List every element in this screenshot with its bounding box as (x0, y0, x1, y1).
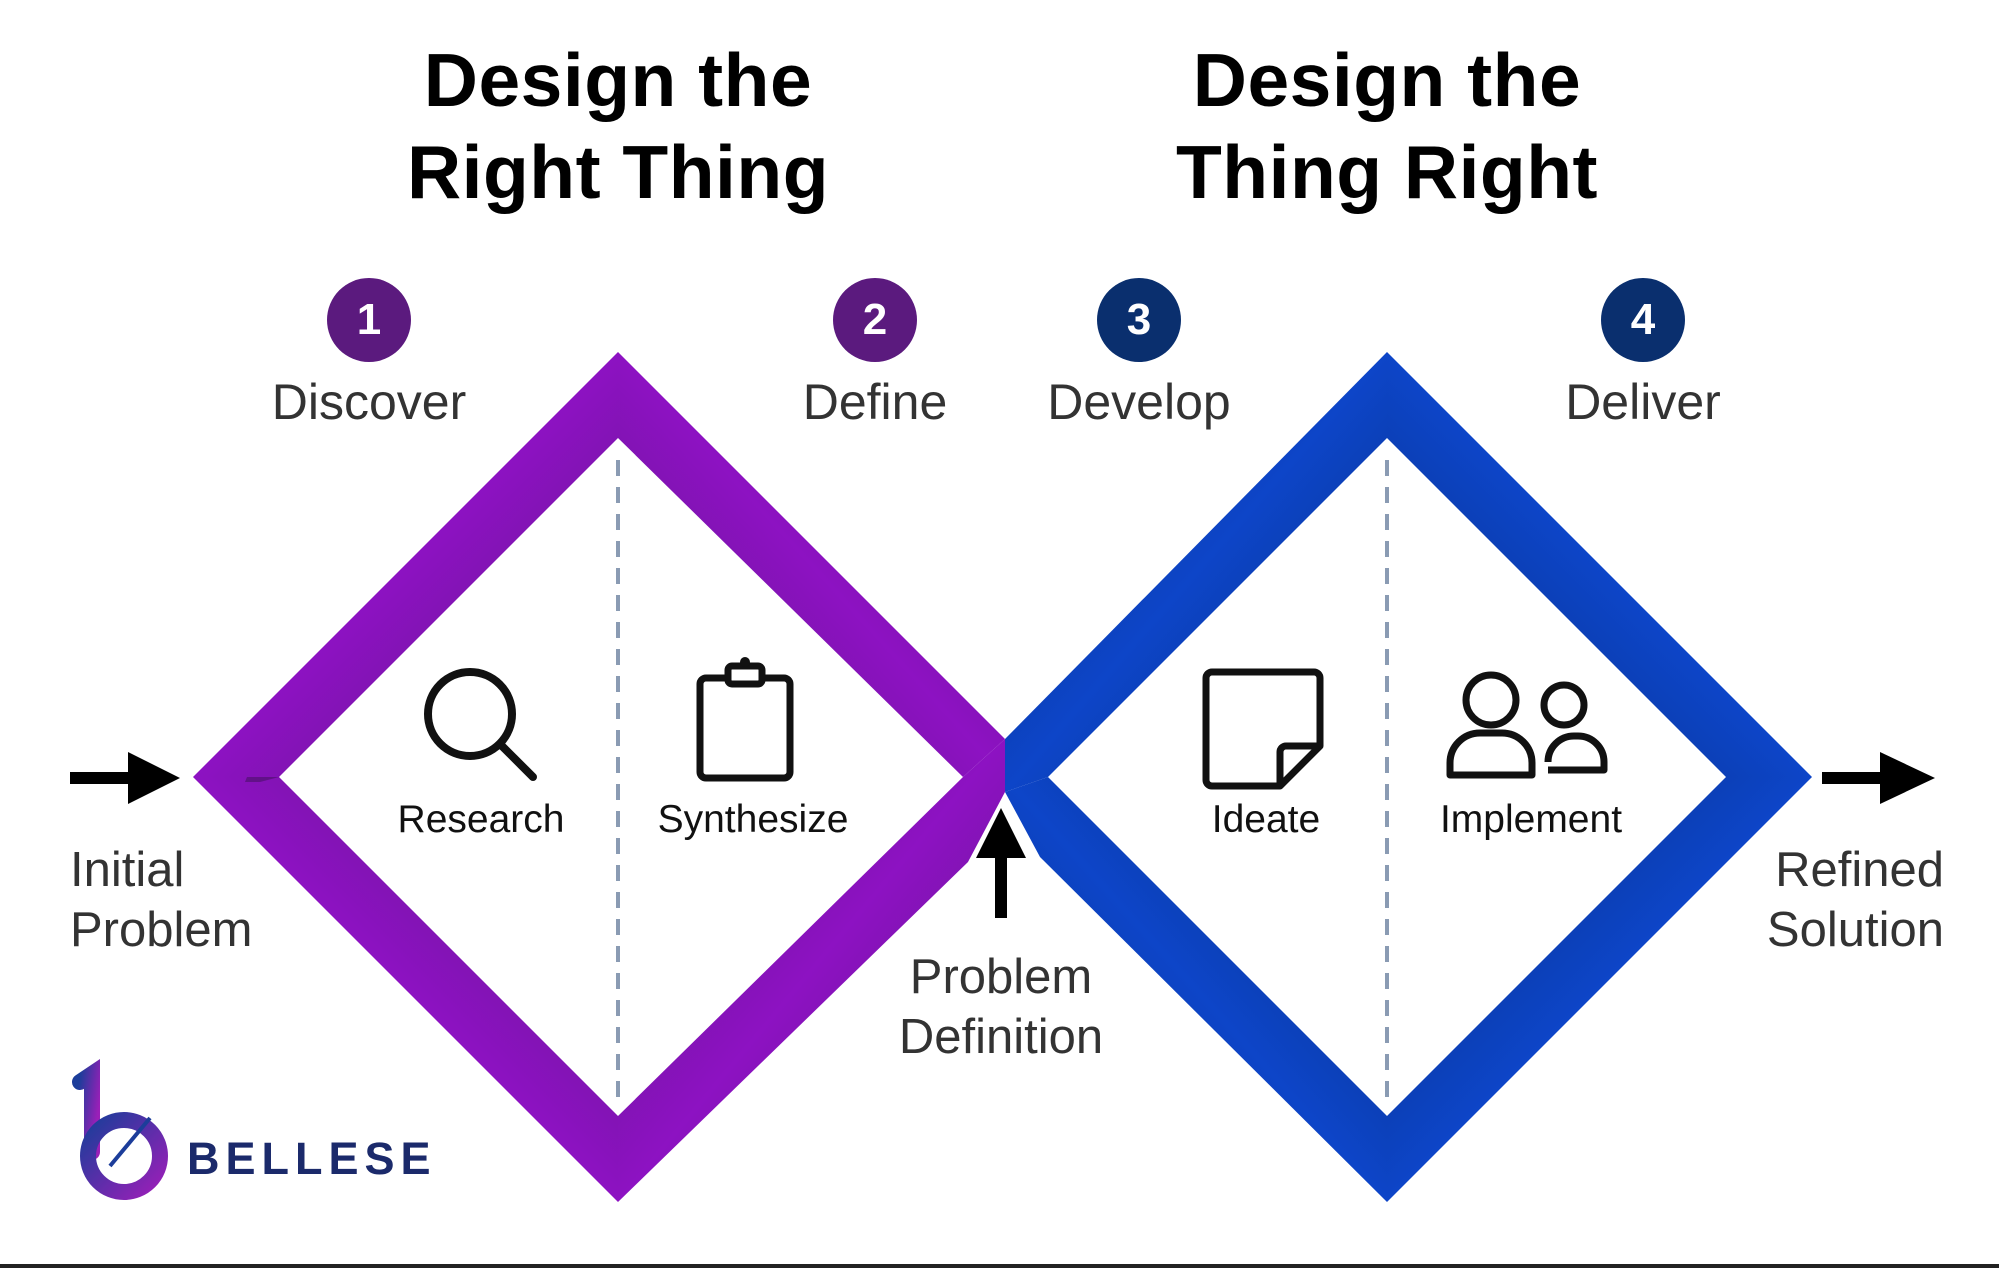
people-icon (1446, 671, 1608, 779)
sticky-note-icon (1202, 668, 1324, 790)
step-label-deliver: Deliver (1565, 374, 1721, 430)
heading-design-right-thing: Design the Right Thing (268, 34, 968, 218)
step-number-3: 3 (1097, 278, 1181, 362)
activity-synthesize: Synthesize (657, 798, 849, 841)
step-label-discover: Discover (271, 374, 467, 430)
heading-left-line-1: Design the (423, 38, 813, 122)
right-diamond-bottom-right-edge (1387, 777, 1812, 1202)
left-diamond-top-right-edge (618, 352, 1005, 777)
problem-definition-line-2: Definition (898, 1010, 1104, 1064)
left-diamond-bottom-left-edge (193, 777, 618, 1202)
refined-solution-line-2: Solution (1766, 903, 1944, 957)
problem-definition-line-1: Problem (909, 950, 1093, 1004)
output-arrow-icon (1822, 752, 1935, 804)
input-arrow-icon (70, 752, 180, 804)
initial-problem-line-2: Problem (70, 903, 253, 957)
step-label-define: Define (802, 374, 948, 430)
bellese-logo-icon (72, 1059, 168, 1200)
brand-name: BELLESE (187, 1133, 437, 1184)
heading-left-line-2: Right Thing (406, 130, 830, 214)
label-problem-definition: Problem Definition (851, 947, 1151, 1067)
right-diamond (1005, 352, 1812, 1202)
step-number-4: 4 (1601, 278, 1685, 362)
label-initial-problem: Initial Problem (70, 840, 252, 960)
heading-right-line-2: Thing Right (1175, 130, 1599, 214)
left-diamond-bottom-right-edge (618, 739, 1005, 1202)
activity-ideate: Ideate (1211, 798, 1321, 841)
problem-definition-arrow-icon (976, 808, 1026, 918)
right-diamond-top-right-edge (1387, 352, 1812, 777)
label-refined-solution: Refined Solution (1694, 840, 1944, 960)
step-number-1: 1 (327, 278, 411, 362)
activity-research: Research (397, 798, 565, 841)
left-diamond (193, 352, 1005, 1202)
right-diamond-bottom-left-edge (1005, 777, 1387, 1202)
step-label-develop: Develop (1047, 374, 1231, 430)
heading-design-thing-right: Design the Thing Right (1037, 34, 1737, 218)
magnifier-icon (424, 668, 537, 781)
activity-implement: Implement (1439, 798, 1623, 841)
step-number-2: 2 (833, 278, 917, 362)
refined-solution-line-1: Refined (1775, 843, 1944, 897)
bottom-divider (0, 1264, 1999, 1268)
right-diamond-top-left-edge (1005, 352, 1387, 792)
initial-problem-line-1: Initial (70, 843, 185, 897)
heading-right-line-1: Design the (1192, 38, 1582, 122)
clipboard-icon (696, 657, 794, 782)
left-diamond-top-left-edge (193, 352, 618, 777)
